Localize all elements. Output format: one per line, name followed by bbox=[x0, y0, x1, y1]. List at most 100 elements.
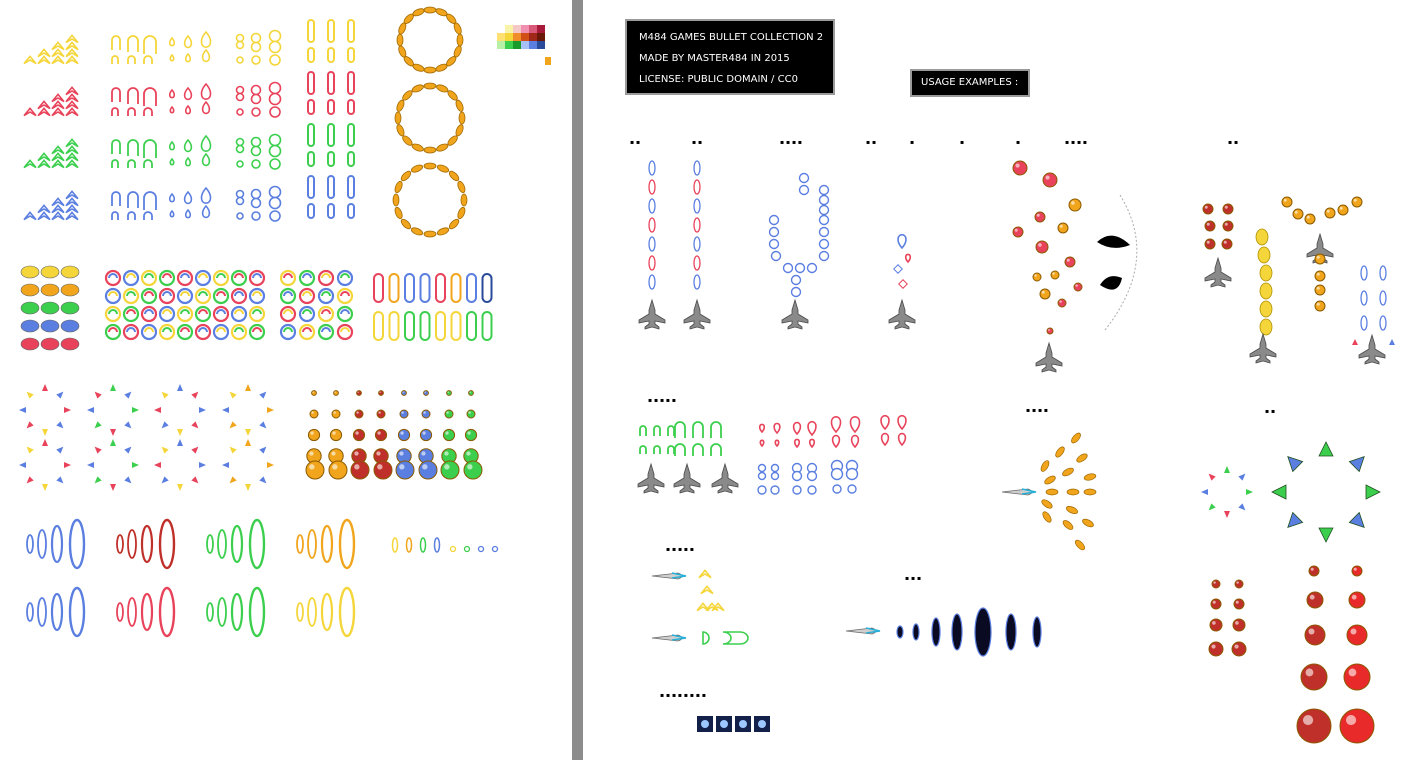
orb-highlight bbox=[1224, 222, 1228, 226]
capsule-bar-bullet bbox=[450, 273, 462, 303]
arrow-stack-bullet bbox=[65, 100, 79, 110]
capsule-bar-bullet bbox=[481, 273, 493, 303]
arch-bullet bbox=[111, 139, 121, 154]
egg-bullet bbox=[40, 301, 60, 315]
egg-bullet bbox=[40, 319, 60, 333]
egg-bullet bbox=[60, 319, 80, 333]
orb-highlight bbox=[1066, 258, 1070, 262]
swirl-core bbox=[216, 327, 226, 333]
tiny-marker: ▪ bbox=[960, 139, 964, 146]
stream-bullet bbox=[648, 274, 656, 290]
arrow-burst-bullet bbox=[26, 446, 34, 454]
orb-highlight bbox=[1212, 621, 1216, 625]
capsule-bar-bullet bbox=[481, 311, 493, 341]
ring-bullet bbox=[140, 524, 154, 564]
arrow-burst-bullet bbox=[110, 384, 116, 391]
ring-bullet bbox=[296, 534, 304, 554]
arrow-stack-bullet bbox=[51, 41, 65, 51]
orb-bullet bbox=[1222, 220, 1234, 232]
swirl-core bbox=[198, 309, 208, 315]
orb-highlight bbox=[1015, 163, 1020, 168]
swirl-core bbox=[180, 327, 190, 333]
chain-bullet bbox=[818, 194, 830, 206]
arch-bullet bbox=[111, 211, 119, 220]
capsule-bullet bbox=[327, 71, 335, 95]
arch-bullet bbox=[111, 191, 121, 206]
orb-highlight bbox=[1302, 714, 1314, 726]
credits-author: MADE BY MASTER484 IN 2015 bbox=[639, 53, 790, 64]
orb-highlight bbox=[1351, 594, 1357, 600]
orange-teardrop-bullet bbox=[436, 143, 449, 152]
ring-bullet bbox=[158, 586, 176, 638]
orb-bullet bbox=[1204, 238, 1216, 250]
swirl-core bbox=[180, 309, 190, 315]
teardrop-bullet bbox=[183, 34, 193, 49]
arrow-burst-bullet bbox=[42, 439, 48, 446]
arrow-burst-bullet bbox=[177, 439, 183, 446]
orb-bullet bbox=[1314, 300, 1326, 312]
orb-highlight bbox=[1206, 240, 1210, 244]
orange-teardrop-bullet bbox=[1062, 520, 1074, 530]
arrow-burst-bullet bbox=[1224, 511, 1230, 518]
palette-swatch bbox=[513, 41, 521, 49]
orb-highlight bbox=[467, 431, 471, 435]
palette-swatch bbox=[529, 33, 537, 41]
bullet-sprite-glow bbox=[739, 720, 747, 728]
palette-swatch bbox=[497, 41, 505, 49]
stream-bullet bbox=[648, 179, 656, 195]
orb-bullet bbox=[1221, 238, 1233, 250]
orange-teardrop-bullet bbox=[412, 8, 425, 17]
ring-bullet bbox=[235, 137, 245, 147]
orb-highlight bbox=[1235, 621, 1239, 625]
orb-bullet bbox=[1348, 591, 1366, 609]
egg-bullet bbox=[40, 265, 60, 279]
swirl-core bbox=[340, 291, 350, 297]
orange-teardrop-bullet bbox=[1062, 467, 1074, 477]
chain-bullet bbox=[818, 214, 830, 226]
orb-highlight bbox=[334, 391, 336, 393]
orb-highlight bbox=[1236, 581, 1239, 584]
teardrop-bullet bbox=[880, 432, 890, 447]
ring-bullet bbox=[26, 602, 34, 622]
arrow-burst-bullet bbox=[94, 391, 102, 399]
capsule-bar-bullet bbox=[466, 311, 477, 341]
arrow-burst-bullet bbox=[1224, 466, 1230, 473]
orb-highlight bbox=[1059, 300, 1062, 303]
arrow-stack-bullet bbox=[65, 93, 79, 103]
orb-highlight bbox=[447, 391, 449, 393]
chain-bullet bbox=[798, 172, 810, 184]
palette-swatch bbox=[537, 25, 545, 33]
swirl-core bbox=[126, 309, 136, 315]
swirl-core bbox=[108, 273, 118, 279]
orange-teardrop-bullet bbox=[1040, 460, 1050, 472]
palette-swatch bbox=[497, 25, 505, 33]
swirl-core bbox=[302, 273, 312, 279]
orange-teardrop-bullet bbox=[436, 84, 449, 93]
arrow-burst-bullet bbox=[161, 476, 169, 484]
swirl-core bbox=[126, 327, 136, 333]
capsule-bullet bbox=[347, 151, 355, 167]
arrow-stack-bullet bbox=[65, 107, 79, 117]
orb-highlight bbox=[1309, 594, 1315, 600]
arrow-stack-bullet bbox=[37, 159, 51, 169]
arrow-stack-bullet bbox=[51, 100, 65, 110]
orange-teardrop-bullet bbox=[460, 193, 468, 207]
arrow-stack-bullet bbox=[23, 107, 37, 117]
orange-teardrop-bullet bbox=[423, 162, 437, 170]
orb-bullet bbox=[1204, 220, 1216, 232]
ring-bullet bbox=[250, 136, 262, 148]
arrow-stack-bullet bbox=[65, 86, 79, 96]
fighter-jet-icon bbox=[637, 462, 665, 494]
chain-bullet bbox=[818, 226, 830, 238]
teardrop-bullet bbox=[793, 438, 801, 449]
arch-bullet bbox=[143, 107, 153, 116]
swirl-core bbox=[252, 273, 262, 279]
capsule-bullet bbox=[347, 175, 355, 199]
orange-teardrop-bullet bbox=[1055, 446, 1065, 458]
capsule-bullet bbox=[307, 71, 315, 95]
orb-highlight bbox=[1014, 228, 1018, 232]
orb-bullet bbox=[1308, 565, 1320, 577]
orb-highlight bbox=[1052, 272, 1055, 275]
orange-teardrop-bullet bbox=[423, 82, 437, 90]
capsule-bullet bbox=[307, 47, 315, 63]
